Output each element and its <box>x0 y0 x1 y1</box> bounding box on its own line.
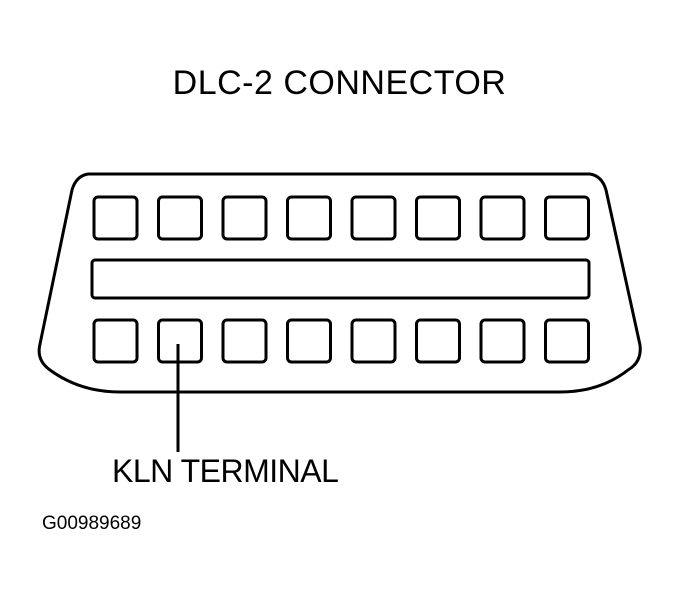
connector-pin-row1-7 <box>479 195 526 241</box>
connector-pin-row2-7 <box>479 318 526 364</box>
connector-pin-row2-4 <box>286 318 332 364</box>
connector-pin-row1-8 <box>544 195 590 241</box>
connector-pin-row1-3 <box>221 195 268 241</box>
connector-pin-row1-2 <box>157 195 203 241</box>
connector-pin-row2-1 <box>92 318 139 364</box>
connector-pin-row2-3 <box>221 318 268 364</box>
diagram-title: DLC-2 CONNECTOR <box>172 64 507 102</box>
connector-pin-row2-8 <box>544 318 590 364</box>
connector-pin-row2-2 <box>157 318 203 364</box>
connector-pin-row2-6 <box>415 318 461 364</box>
connector-housing <box>37 172 642 394</box>
connector-pin-row1-1 <box>92 195 139 241</box>
center-key-slot <box>90 258 591 300</box>
connector-pin-row1-5 <box>350 195 397 241</box>
connector-pin-row2-5 <box>350 318 397 364</box>
bottom-pin-row <box>92 318 590 364</box>
connector-pin-row1-6 <box>415 195 461 241</box>
figure-id: G00989689 <box>42 513 142 534</box>
top-pin-row <box>92 195 590 241</box>
kln-terminal-label: KLN TERMINAL <box>112 453 339 489</box>
connector-pin-row1-4 <box>286 195 332 241</box>
